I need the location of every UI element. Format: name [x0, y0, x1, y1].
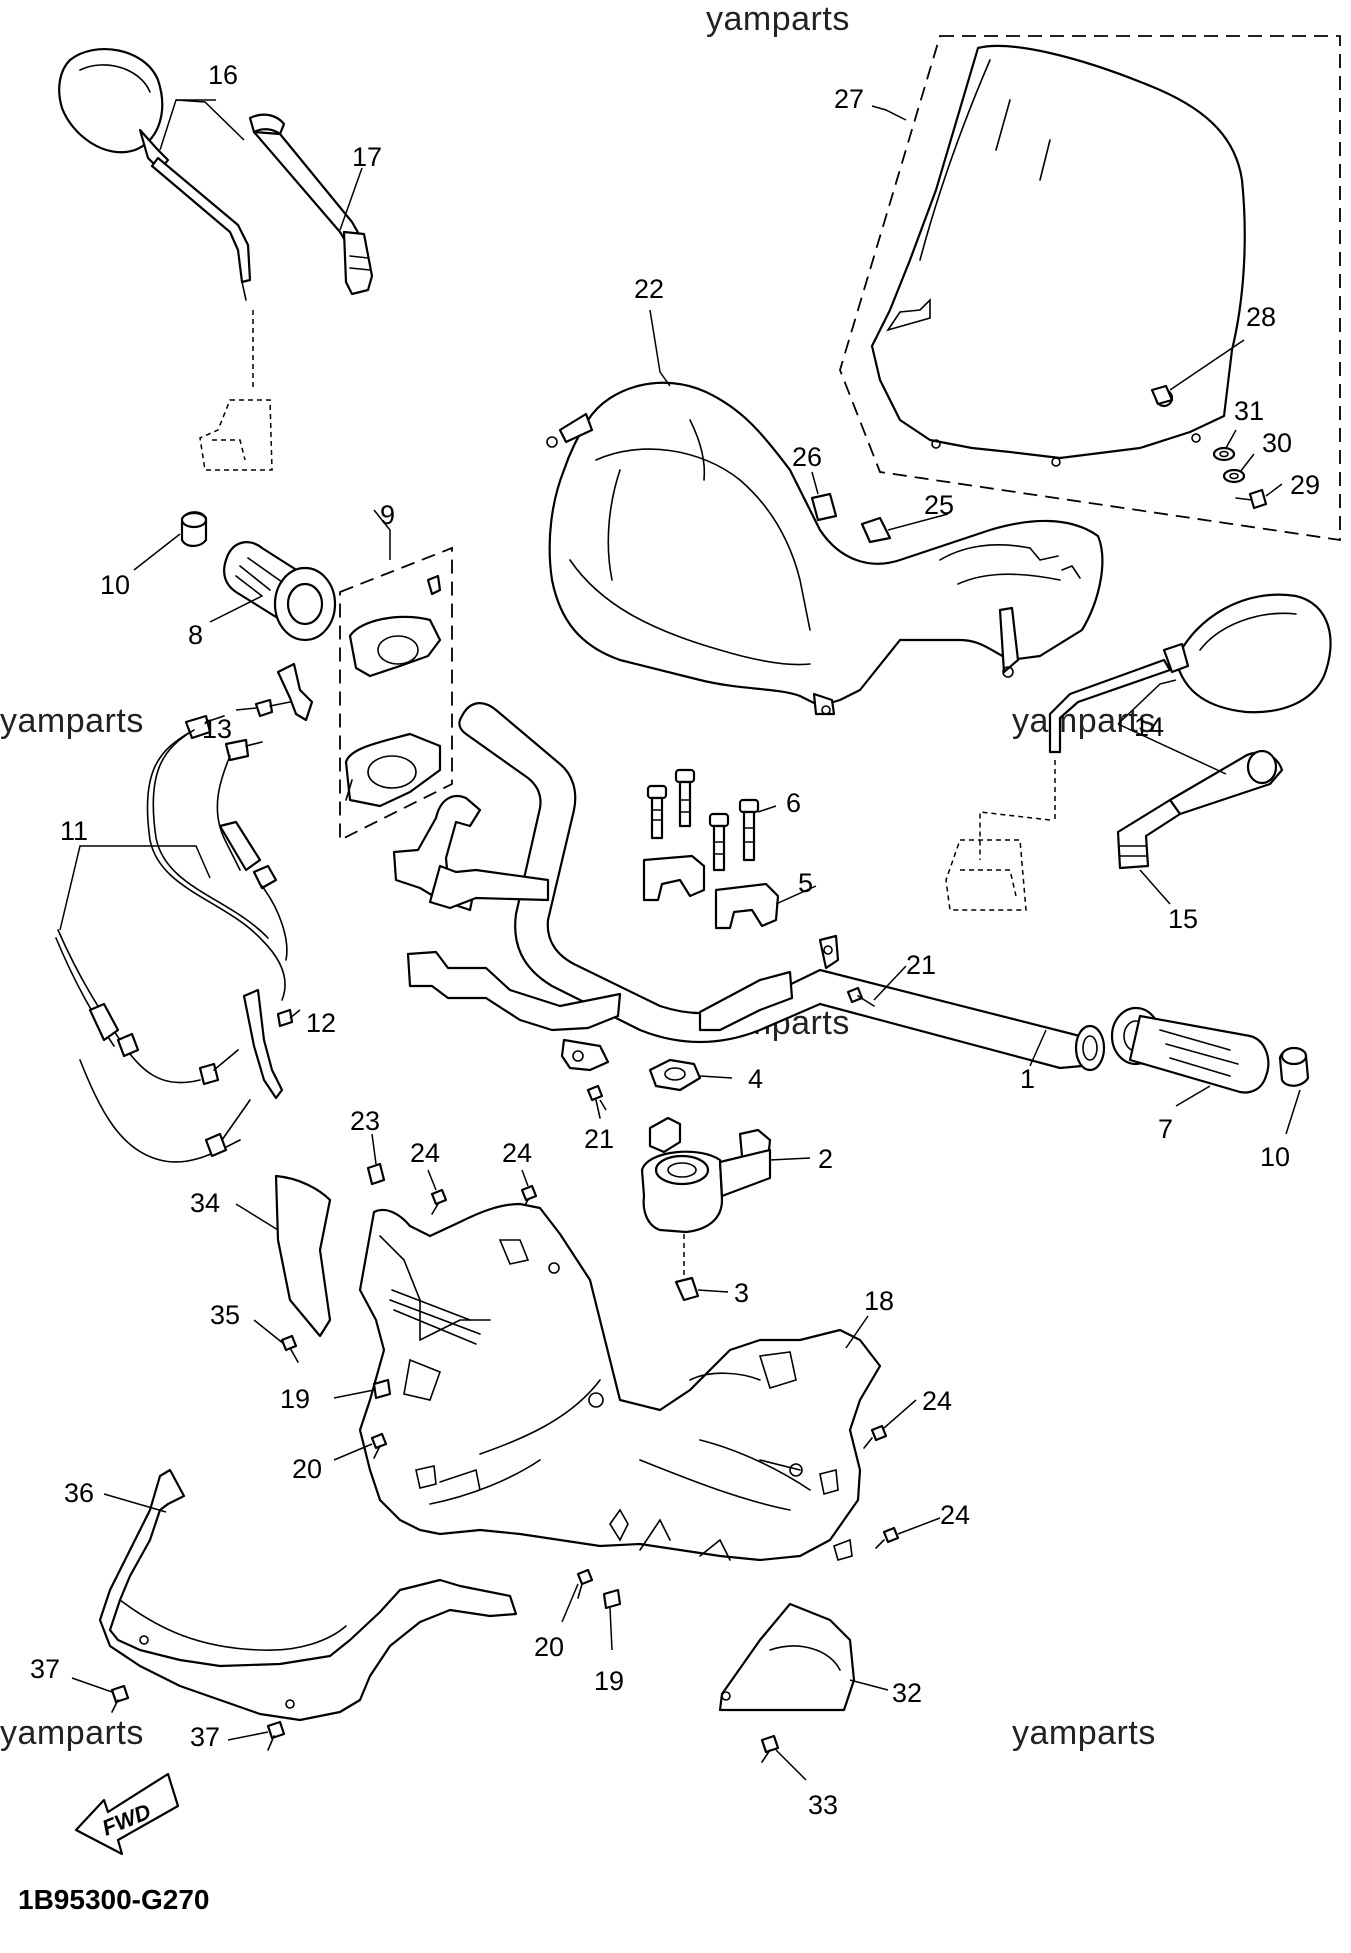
callout-10-right: 10	[1260, 1142, 1290, 1172]
mirror-stem-right	[1116, 749, 1284, 870]
callout-5: 5	[798, 868, 813, 898]
callout-labels: 16 17 27 22 28 31 30 29 26 25 9 10 8 13 …	[30, 60, 1320, 1820]
watermark-left-lower: yamparts	[0, 1714, 144, 1752]
callout-32: 32	[892, 1678, 922, 1708]
bracket-12	[242, 988, 294, 1100]
mirror-right	[945, 593, 1332, 911]
callout-36: 36	[64, 1478, 94, 1508]
callout-11: 11	[60, 816, 88, 846]
grip-right	[1110, 1006, 1270, 1094]
throttle-cables	[55, 714, 288, 1163]
callout-9: 9	[380, 500, 395, 530]
callout-24-a: 24	[410, 1138, 440, 1168]
callout-37-a: 37	[30, 1654, 60, 1684]
callout-30: 30	[1262, 428, 1292, 458]
callout-1: 1	[1020, 1064, 1035, 1094]
handlebar-holders-upper	[642, 854, 780, 930]
callout-34: 34	[190, 1188, 220, 1218]
mirror-stem-left	[248, 113, 374, 296]
callout-10-left: 10	[100, 570, 130, 600]
watermark-top: yamparts	[706, 0, 850, 38]
callout-26: 26	[792, 442, 822, 472]
callout-4: 4	[748, 1064, 763, 1094]
diagram-code: 1B95300-G270	[18, 1884, 210, 1915]
bolts-6	[646, 768, 760, 872]
callout-12: 12	[306, 1008, 336, 1038]
mirror-left	[58, 47, 273, 471]
callout-6: 6	[786, 788, 801, 818]
switch-housing-group	[339, 546, 453, 842]
callout-31: 31	[1234, 396, 1264, 426]
callout-23: 23	[350, 1106, 380, 1136]
callout-21-lower: 21	[584, 1124, 614, 1154]
front-panel-18	[358, 1202, 882, 1562]
callout-20-a: 20	[292, 1454, 322, 1484]
clips-19-20	[370, 1378, 900, 1610]
callout-20-b: 20	[534, 1632, 564, 1662]
handlebar	[392, 702, 1106, 1072]
callout-13: 13	[202, 714, 232, 744]
side-cover-34	[274, 1174, 332, 1363]
clips-25-26	[810, 492, 892, 544]
screws-21	[586, 986, 875, 1119]
callout-24-c: 24	[922, 1386, 952, 1416]
callout-37-b: 37	[190, 1722, 220, 1752]
callout-19-a: 19	[280, 1384, 310, 1414]
callout-33: 33	[808, 1790, 838, 1820]
fasteners-28-31	[1150, 384, 1268, 510]
grip-left	[223, 541, 337, 642]
callout-15: 15	[1168, 904, 1198, 934]
callout-16: 16	[208, 60, 238, 90]
handlebar-end-weight-left	[180, 511, 208, 548]
bracket-13	[254, 662, 314, 722]
callout-14: 14	[1134, 712, 1164, 742]
windshield-group	[839, 35, 1341, 542]
callout-27: 27	[834, 84, 864, 114]
callout-35: 35	[210, 1300, 240, 1330]
side-cover-32	[718, 1602, 856, 1763]
front-cowl-upper	[546, 381, 1104, 716]
handlebar-end-weight-right	[1278, 1046, 1310, 1087]
watermark-right-upper: yamparts	[1012, 702, 1156, 740]
callout-3: 3	[734, 1278, 749, 1308]
callout-29: 29	[1290, 470, 1320, 500]
callout-25: 25	[924, 490, 954, 520]
nut-4	[648, 1058, 702, 1092]
callout-24-b: 24	[502, 1138, 532, 1168]
callout-22: 22	[634, 274, 664, 304]
lower-cover-36	[98, 1468, 518, 1751]
watermark-left-upper: yamparts	[0, 702, 144, 740]
forward-direction-arrow: FWD	[74, 1772, 180, 1856]
callout-8: 8	[188, 620, 203, 650]
callout-19-b: 19	[594, 1666, 624, 1696]
leader-lines	[59, 99, 1301, 1781]
callout-21-right: 21	[906, 950, 936, 980]
watermark-right-lower: yamparts	[1012, 1714, 1156, 1752]
callout-2: 2	[818, 1144, 833, 1174]
callout-17: 17	[352, 142, 382, 172]
callout-24-d: 24	[940, 1500, 970, 1530]
handlebar-holder-lower	[640, 1116, 772, 1278]
callout-7: 7	[1158, 1114, 1173, 1144]
callout-28: 28	[1246, 302, 1276, 332]
part-3	[674, 1276, 700, 1302]
callout-18: 18	[864, 1286, 894, 1316]
